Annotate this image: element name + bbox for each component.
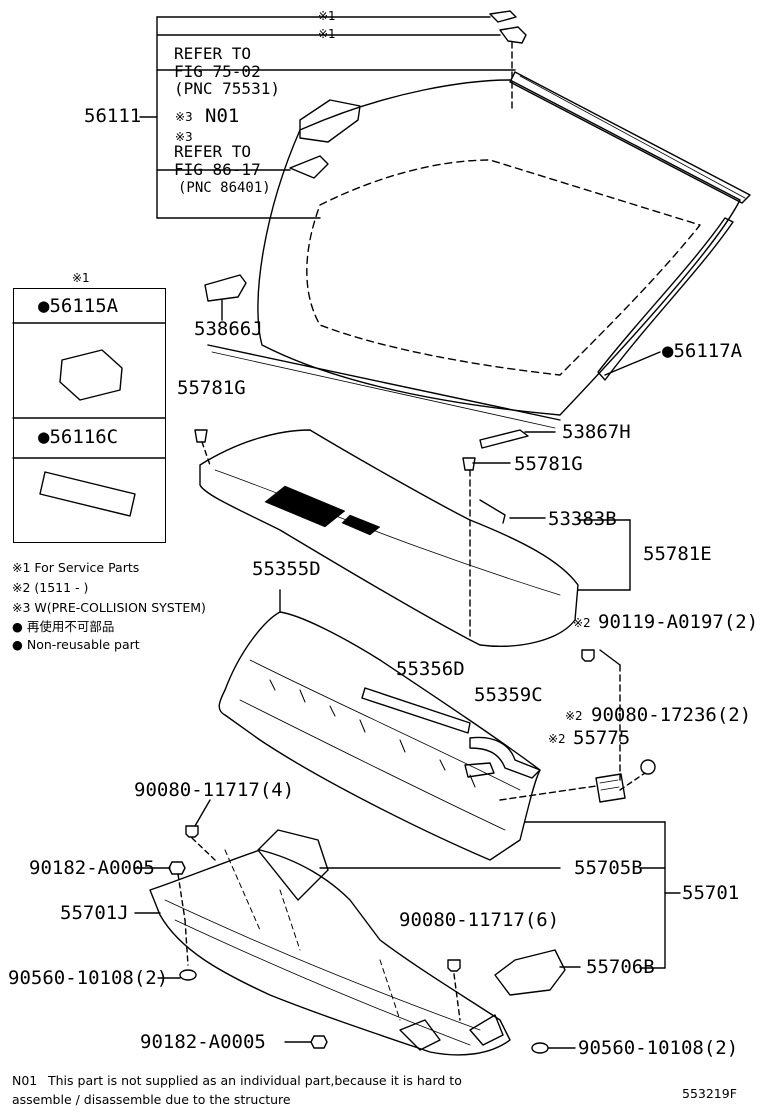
legend-non-reusable-en: ● Non-reusable part — [12, 637, 140, 652]
footer-note-line2: assemble / disassemble due to the struct… — [12, 1092, 291, 1107]
ref-fig-75-line2: FIG 75-02 — [174, 62, 261, 81]
seal-55359c — [469, 736, 541, 779]
mark-55775: ※2 — [548, 732, 566, 746]
lower-dash-panel — [149, 849, 511, 1056]
grommet-90560-right — [531, 1042, 549, 1054]
pad-56116c — [39, 471, 136, 517]
service-mark-1a: ※1 — [318, 9, 336, 23]
leader-line — [604, 351, 661, 376]
bracket-55775 — [595, 773, 626, 803]
legend-non-reusable-jp: ● 再使用不可部品 — [12, 619, 115, 634]
part-90080-11717-6[interactable]: 90080-11717(6) — [399, 909, 560, 931]
service-mark-1b: ※1 — [318, 27, 336, 41]
part-90182-a0005-bottom[interactable]: 90182-A0005 — [140, 1031, 266, 1053]
part-55781g-left[interactable]: 55781G — [177, 377, 246, 399]
footer-note-line1: This part is not supplied as an individu… — [48, 1073, 462, 1088]
part-56115a[interactable]: ●56115A — [38, 295, 119, 317]
part-90080-11717-4[interactable]: 90080-11717(4) — [134, 779, 295, 801]
ref-fig-86-line2: FIG 86-17 — [174, 160, 261, 179]
nut-90182-bottom — [310, 1035, 328, 1049]
n01-bracket — [299, 99, 361, 143]
part-55701[interactable]: 55701 — [682, 882, 740, 904]
ref-fig-86-line1: REFER TO — [174, 142, 252, 161]
part-53383b[interactable]: 53383B — [548, 508, 617, 530]
part-55775[interactable]: 55775 — [573, 727, 631, 749]
seal-53383b — [479, 499, 506, 524]
clip-55781g — [194, 429, 208, 443]
ref-fig-75-line3: (PNC 75531) — [174, 79, 280, 98]
n01-label: N01 — [205, 105, 240, 127]
service-box-mark: ※1 — [72, 271, 90, 285]
legend-service-parts: ※1 For Service Parts — [12, 560, 140, 575]
side-molding — [597, 217, 734, 381]
n01-mark: ※3 — [175, 110, 193, 124]
part-56117a[interactable]: ●56117A — [662, 340, 743, 362]
part-55781e[interactable]: 55781E — [643, 543, 712, 565]
part-90119-a0197[interactable]: 90119-A0197(2) — [598, 611, 759, 633]
windshield-ceramic-line — [306, 159, 701, 376]
part-53867h[interactable]: 53867H — [562, 421, 631, 443]
bolt-90080-11717-6 — [447, 959, 461, 972]
windshield-outline — [257, 79, 741, 416]
ref-fig-86-line3: (PNC 86401) — [178, 180, 271, 196]
clip-55781g — [462, 457, 476, 471]
strip-53867h — [479, 429, 529, 449]
part-55355d[interactable]: 55355D — [252, 558, 321, 580]
pad-55356d — [361, 687, 471, 734]
clip-part — [489, 10, 517, 23]
clip-56115a — [59, 349, 123, 401]
part-55356d[interactable]: 55356D — [396, 658, 465, 680]
mark-90080-17236: ※2 — [565, 709, 583, 723]
part-90560-10108-right[interactable]: 90560-10108(2) — [578, 1037, 739, 1059]
part-55705b[interactable]: 55705B — [574, 857, 643, 879]
clip-part — [499, 26, 527, 44]
service-parts-box — [13, 288, 166, 543]
dash-panel — [218, 589, 541, 861]
mark-90119: ※2 — [573, 616, 591, 630]
nut-90182-top — [168, 861, 186, 875]
part-53866j[interactable]: 53866J — [194, 318, 263, 340]
part-55701j[interactable]: 55701J — [60, 902, 129, 924]
cowl-top-panel — [199, 429, 579, 647]
ref-fig-75-line1: REFER TO — [174, 44, 252, 63]
sensor-cover — [289, 155, 329, 179]
footer-note-label: N01 — [12, 1073, 38, 1088]
bracket-55705b — [257, 829, 329, 901]
nut-90080-17236 — [640, 759, 656, 775]
legend-pre-collision: ※3 W(PRE-COLLISION SYSTEM) — [12, 600, 206, 615]
bolt-90080-11717 — [185, 825, 199, 838]
clip-53866j — [204, 274, 247, 302]
bolt-90119 — [581, 649, 595, 662]
lower-strip — [207, 344, 561, 421]
legend-date-range: ※2 (1511 - ) — [12, 580, 89, 595]
figure-code: 553219F — [682, 1086, 737, 1101]
group2-mark: ※3 — [175, 130, 193, 144]
part-55359c[interactable]: 55359C — [474, 684, 543, 706]
part-90560-10108-left[interactable]: 90560-10108(2) — [8, 967, 169, 989]
grommet-90560-left — [179, 969, 197, 981]
part-55706b[interactable]: 55706B — [586, 956, 655, 978]
part-56116c[interactable]: ●56116C — [38, 426, 119, 448]
part-55781g-right[interactable]: 55781G — [514, 453, 583, 475]
part-56111[interactable]: 56111 — [84, 105, 142, 127]
part-90080-17236[interactable]: 90080-17236(2) — [591, 704, 752, 726]
part-90182-a0005-top[interactable]: 90182-A0005 — [29, 857, 155, 879]
bracket-55706b — [494, 949, 566, 996]
molding-strip — [509, 71, 751, 204]
cowl-vent — [264, 485, 346, 528]
